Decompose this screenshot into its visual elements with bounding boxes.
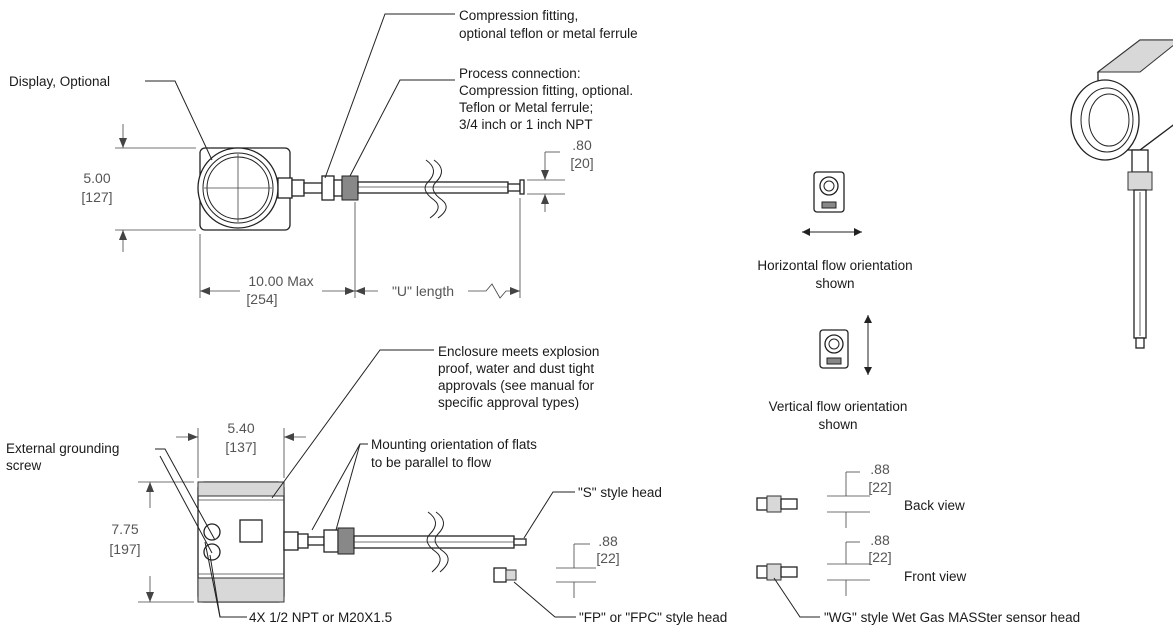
label-compression-fitting: Compression fitting, <box>459 8 578 23</box>
dim-u-length: "U" length <box>392 283 454 299</box>
label-horizontal-orientation-2: shown <box>815 276 854 291</box>
label-process-connection-3: Teflon or Metal ferrule; <box>459 100 593 115</box>
label-wg-style-head: "WG" style Wet Gas MASSter sensor head <box>824 610 1080 625</box>
dim-probe-dia-in: .80 <box>572 137 592 153</box>
orientation-icons <box>802 171 872 375</box>
label-mounting-flats-2: to be parallel to flow <box>371 455 491 470</box>
label-s-style-head: "S" style head <box>578 485 662 500</box>
dim-front-dia-mm: [22] <box>868 549 891 565</box>
dim-height-side-mm: [197] <box>109 541 140 557</box>
dim-length-in: 10.00 Max <box>248 273 313 289</box>
label-compression-fitting-detail: optional teflon or metal ferrule <box>459 26 638 41</box>
callout-labels: Compression fitting, optional teflon or … <box>6 8 1080 625</box>
dim-front-dia-in: .88 <box>870 532 890 548</box>
label-horizontal-orientation: Horizontal flow orientation <box>757 258 912 273</box>
label-display-optional: Display, Optional <box>9 74 110 89</box>
label-mounting-flats: Mounting orientation of flats <box>371 437 537 452</box>
isometric-view <box>1070 39 1173 349</box>
label-fp-style-head: "FP" or "FPC" style head <box>579 610 727 625</box>
dim-height-top-mm: [127] <box>81 189 112 205</box>
leader-lines <box>145 13 820 618</box>
dimension-labels: 5.00 [127] .80 [20] 10.00 Max [254] "U" … <box>81 137 891 566</box>
label-enclosure: Enclosure meets explosion <box>438 344 599 359</box>
dim-height-top-in: 5.00 <box>83 170 110 186</box>
label-external-grounding-2: screw <box>6 458 42 473</box>
label-back-view: Back view <box>904 498 965 513</box>
dim-back-dia-in: .88 <box>870 461 890 477</box>
label-process-connection: Process connection: <box>459 66 581 81</box>
dim-fp-dia-mm: [22] <box>596 550 619 566</box>
label-npt: 4X 1/2 NPT or M20X1.5 <box>249 610 392 625</box>
dim-height-side-in: 7.75 <box>111 521 138 537</box>
top-view <box>197 147 525 231</box>
label-external-grounding: External grounding <box>6 441 119 456</box>
dim-width-in: 5.40 <box>227 420 254 436</box>
dim-back-dia-mm: [22] <box>868 479 891 495</box>
label-enclosure-4: specific approval types) <box>438 395 579 410</box>
dim-length-mm: [254] <box>246 291 277 307</box>
dim-width-mm: [137] <box>225 439 256 455</box>
dim-probe-dia-mm: [20] <box>570 155 593 171</box>
label-front-view: Front view <box>904 569 967 584</box>
label-process-connection-2: Compression fitting, optional. <box>459 83 633 98</box>
label-process-connection-4: 3/4 inch or 1 inch NPT <box>459 117 593 132</box>
side-view <box>197 481 527 603</box>
label-vertical-orientation: Vertical flow orientation <box>769 399 908 414</box>
label-enclosure-2: proof, water and dust tight <box>438 361 594 376</box>
dim-fp-dia-in: .88 <box>598 533 618 549</box>
dimension-lines <box>115 124 870 603</box>
label-enclosure-3: approvals (see manual for <box>438 378 595 393</box>
label-vertical-orientation-2: shown <box>818 417 857 432</box>
sensor-head-views <box>756 495 798 581</box>
